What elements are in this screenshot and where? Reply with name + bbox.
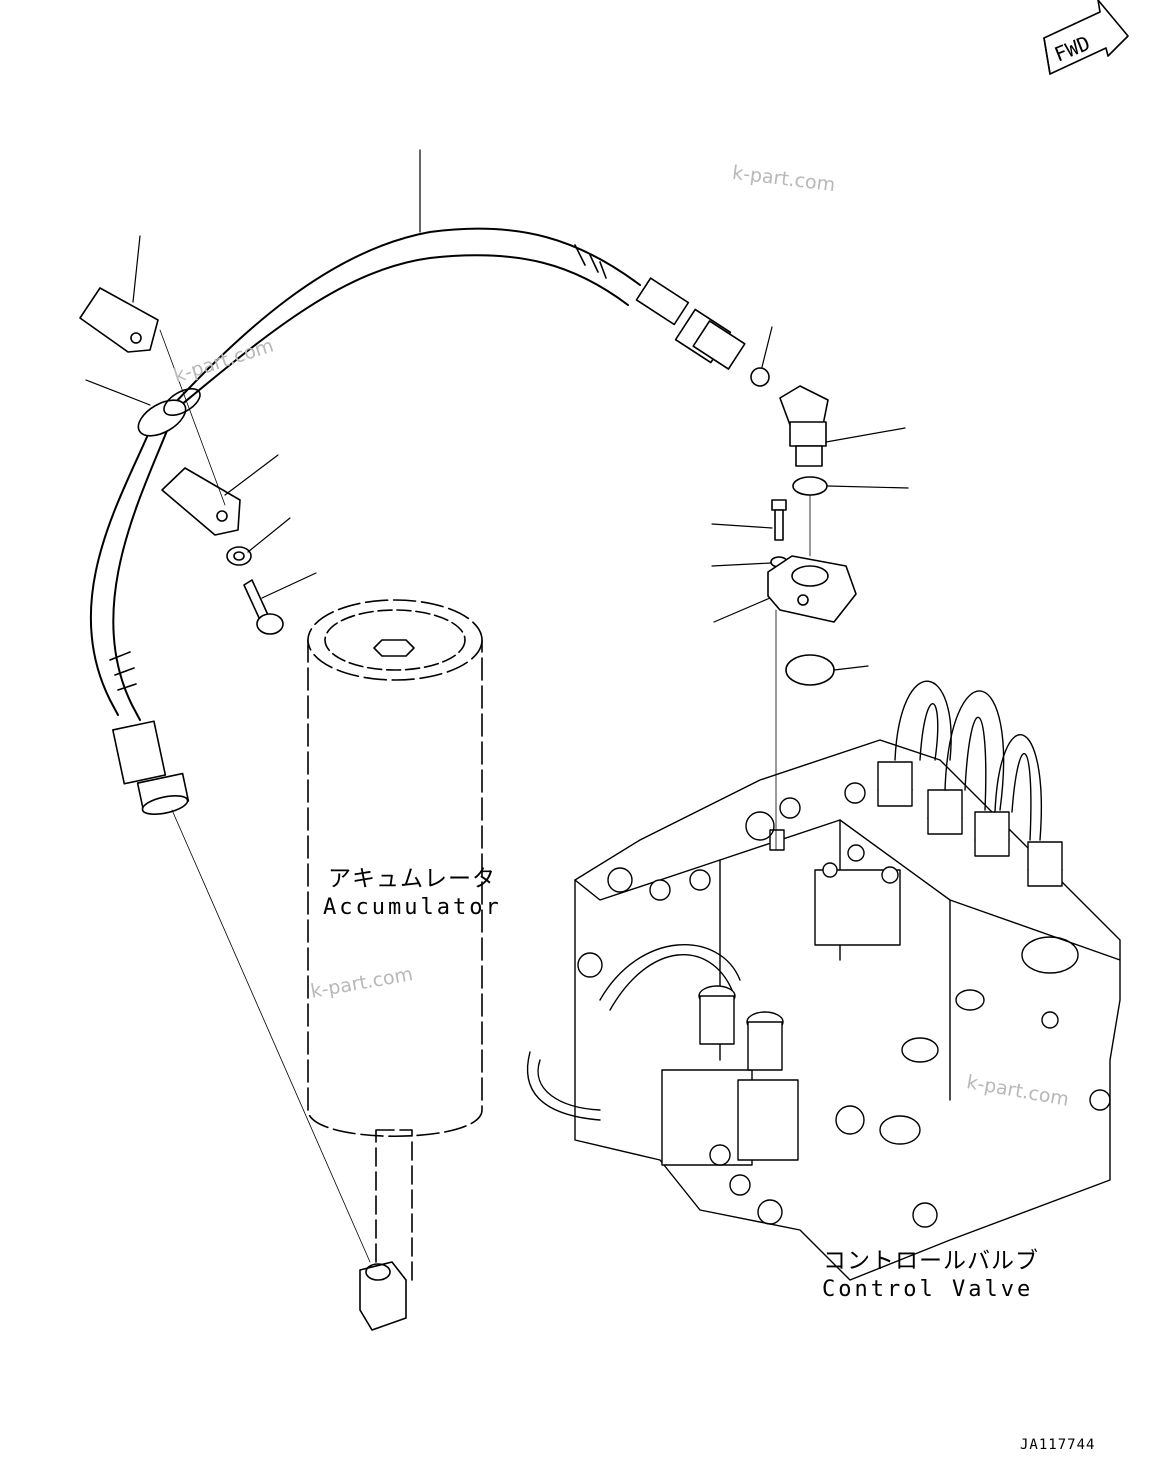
- control-valve-label-en: Control Valve: [822, 1277, 1034, 1302]
- elbow-fitting: [779, 385, 829, 467]
- fwd-arrow-icon: FWD: [1043, 0, 1129, 75]
- document-id: JA117744: [1020, 1437, 1096, 1453]
- accumulator-port: [359, 1261, 407, 1331]
- bolt-left: [243, 579, 284, 635]
- bolt-right: [771, 499, 787, 541]
- leader-lines: [85, 149, 909, 1263]
- accumulator-body: [307, 599, 483, 1281]
- o-ring-small: [750, 367, 770, 387]
- clamp-upper: [79, 287, 159, 353]
- accumulator-label-jp: アキュムレータ: [328, 866, 496, 892]
- washer: [226, 546, 252, 566]
- accumulator-label-en: Accumulator: [323, 895, 502, 920]
- split-flange: [767, 555, 857, 623]
- clamp-ring: [137, 387, 201, 437]
- hydraulic-hose: [89, 227, 641, 721]
- o-ring-large: [785, 654, 835, 686]
- hose-fitting-lower: [112, 720, 190, 815]
- control-valve: [526, 680, 1121, 1281]
- hose-fitting-upper: [635, 277, 746, 370]
- o-ring-mid: [792, 476, 828, 496]
- clamp-lower: [161, 467, 241, 536]
- control-valve-label-jp: コントロールバルブ: [823, 1248, 1039, 1274]
